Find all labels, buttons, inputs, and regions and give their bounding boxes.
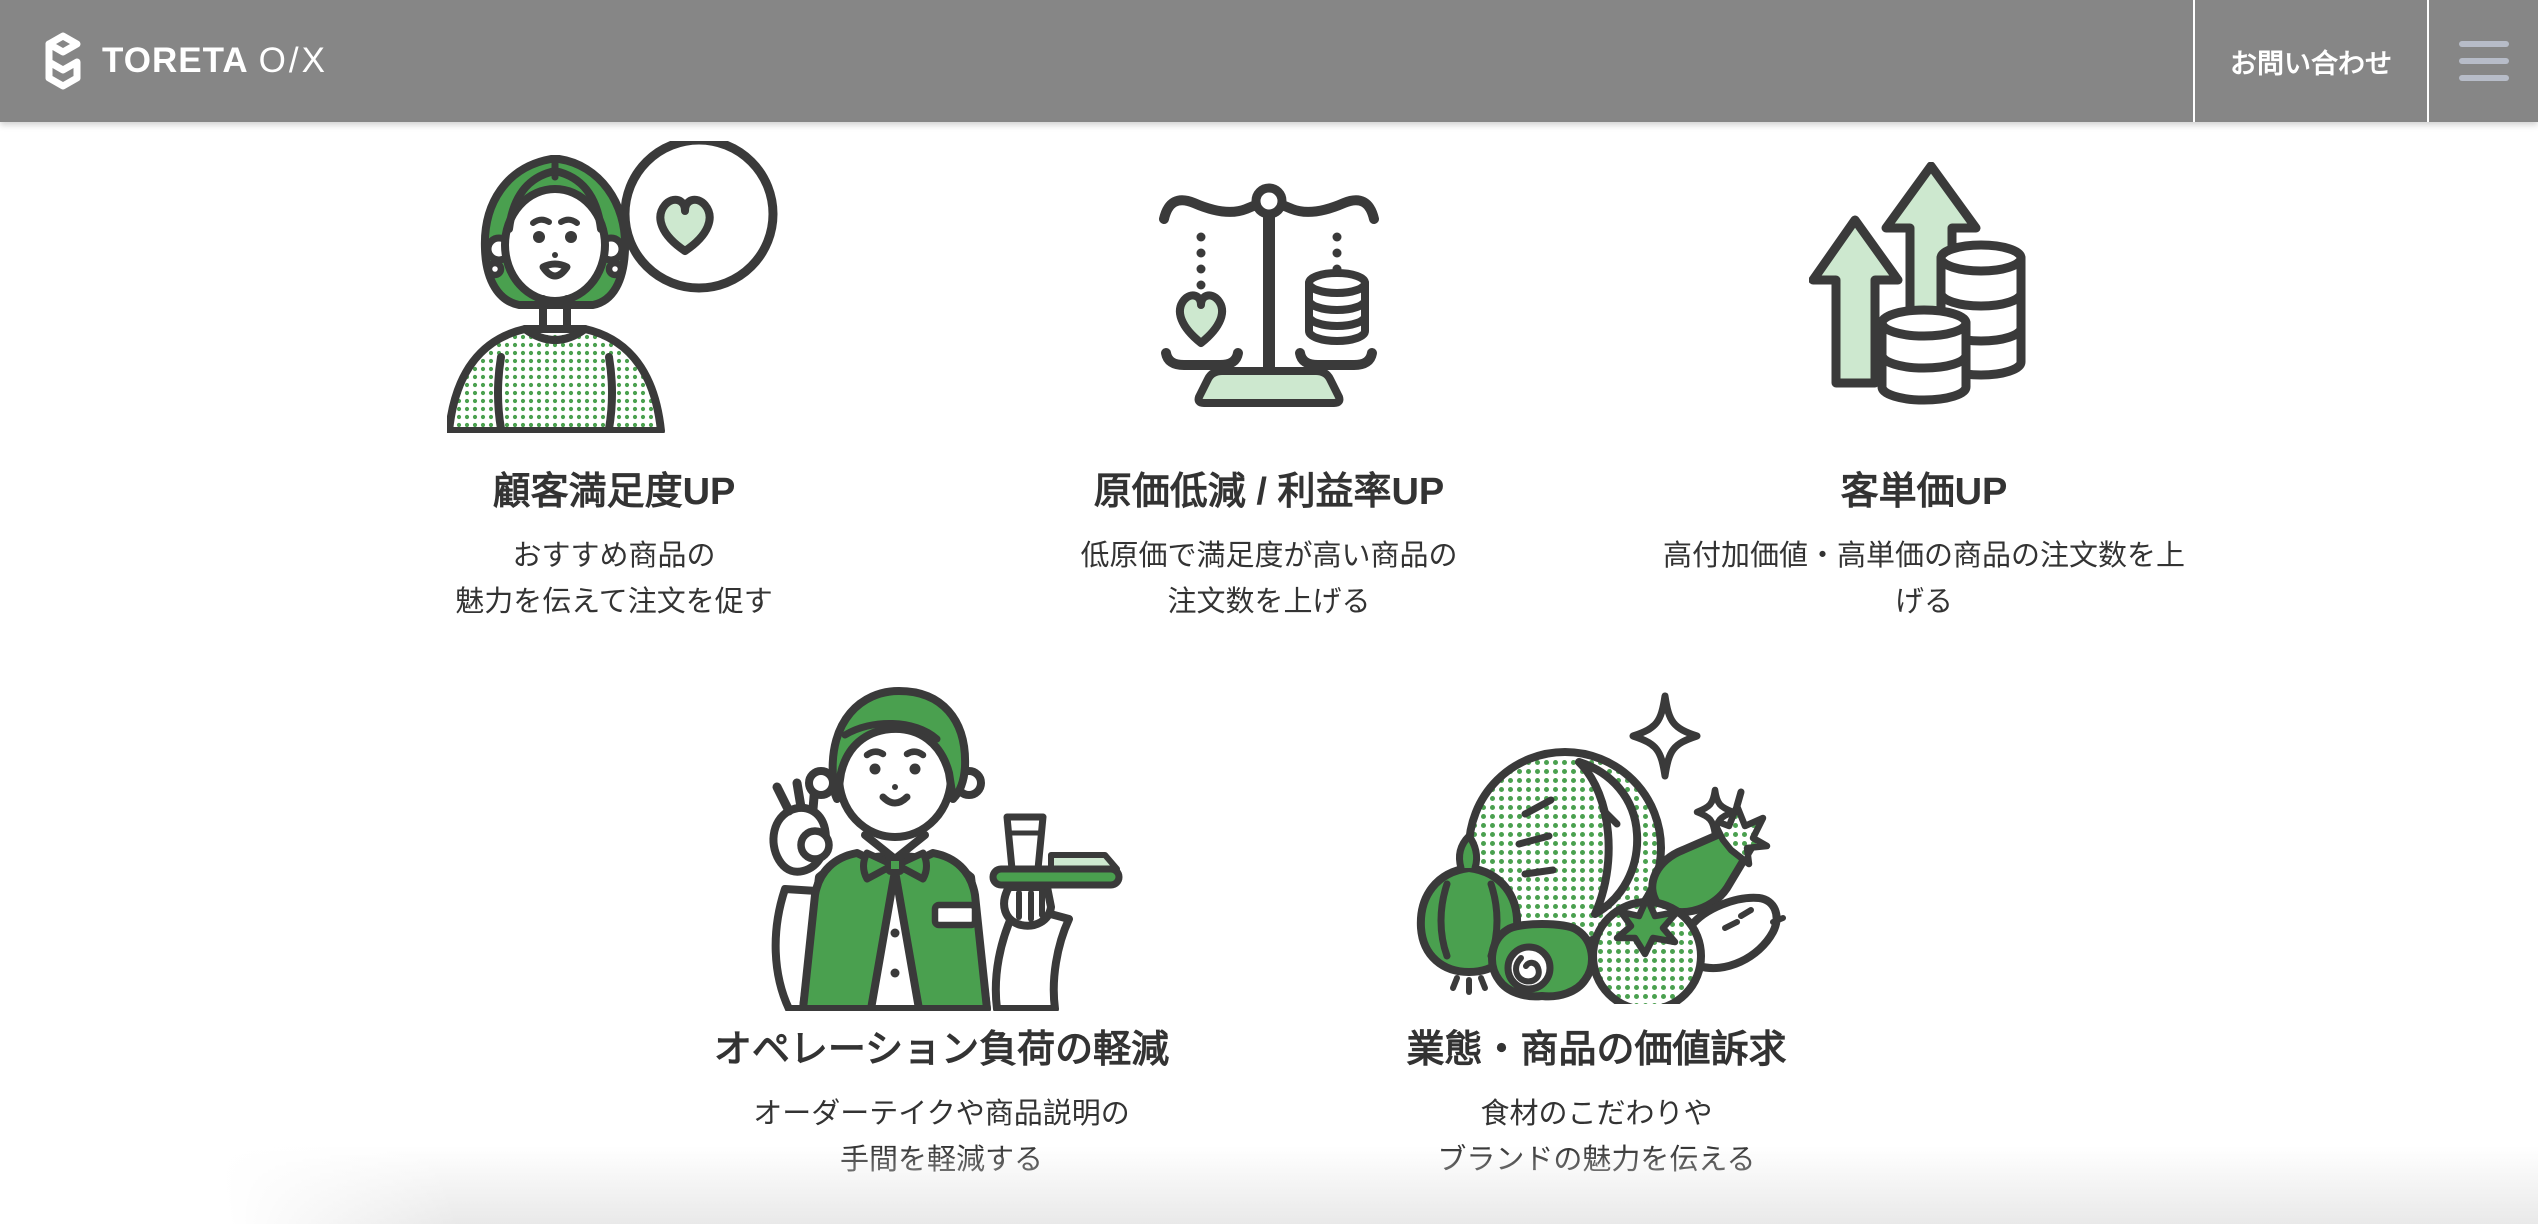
operation-load-waiter-illustration [769, 687, 1123, 1011]
feature-card-customer-satisfaction: 顧客満足度UP おすすめ商品の魅力を伝えて注文を促す [287, 122, 942, 625]
feature-description: 低原価で満足度が高い商品の注文数を上げる [1080, 540, 1458, 618]
feature-title: 業態・商品の価値訴求 [1406, 1029, 1787, 1071]
feature-description: おすすめ商品の魅力を伝えて注文を促す [455, 540, 773, 618]
feature-card-average-spend: 客単価UP 高付加価値・高単価の商品の注文数を上げる [1597, 122, 2252, 625]
average-spend-up-illustration [1809, 162, 2026, 405]
customer-satisfaction-illustration [446, 141, 777, 433]
hamburger-menu-icon[interactable] [2429, 0, 2538, 122]
feature-title: 原価低減 / 利益率UP [1093, 471, 1445, 513]
feature-title: オペレーション負荷の軽減 [713, 1029, 1170, 1071]
header-actions: お問い合わせ [2193, 0, 2538, 122]
feature-card-cost-reduction: 原価低減 / 利益率UP 低原価で満足度が高い商品の注文数を上げる [942, 122, 1597, 625]
benefits-section: 顧客満足度UP おすすめ商品の魅力を伝えて注文を促す [0, 122, 2538, 1183]
feature-title: 客単価UP [1840, 471, 2008, 513]
feature-grid: 顧客満足度UP おすすめ商品の魅力を伝えて注文を促す [264, 122, 2274, 1183]
toreta-logo-icon [45, 32, 81, 90]
product-value-vegetables-illustration [1416, 692, 1786, 1004]
feature-description: 食材のこだわりやブランドの魅力を伝える [1437, 1098, 1756, 1176]
contact-button[interactable]: お問い合わせ [2193, 0, 2429, 122]
feature-description: 高付加価値・高単価の商品の注文数を上げる [1662, 540, 2185, 618]
feature-title: 顧客満足度UP [492, 471, 736, 513]
feature-card-value-appeal: 業態・商品の価値訴求 食材のこだわりやブランドの魅力を伝える [1269, 680, 1924, 1183]
cost-reduction-scale-illustration [1159, 183, 1379, 407]
feature-description: オーダーテイクや商品説明の手間を軽減する [753, 1098, 1130, 1176]
feature-card-operation-load: オペレーション負荷の軽減 オーダーテイクや商品説明の手間を軽減する [614, 680, 1269, 1183]
